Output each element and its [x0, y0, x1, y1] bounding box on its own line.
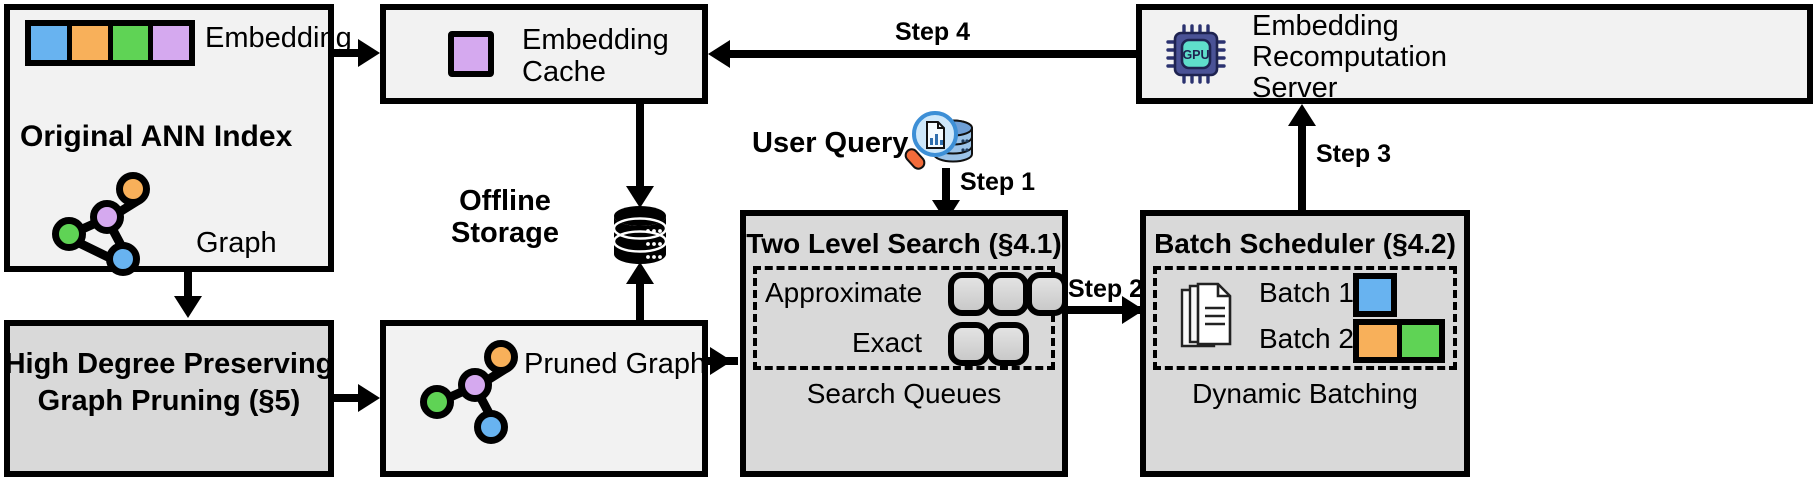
graph-node-purple [90, 200, 124, 234]
gpu-chip-icon: GPU [1166, 24, 1226, 84]
exact-queue-slot [987, 322, 1029, 366]
arrow-index-to-cache [334, 49, 364, 57]
graph-pruning-line2: Graph Pruning (§5) [37, 385, 301, 417]
graph-node-purple [458, 368, 492, 402]
offline-storage-label-line1: Offline [459, 185, 551, 217]
magnifier-document-database-icon [904, 111, 973, 170]
recomputation-server-line2: Recomputation [1252, 41, 1448, 73]
arrow-head-index-to-cache [358, 39, 380, 67]
embedding-cell-purple [153, 26, 189, 60]
arrow-cache-to-storage [636, 104, 644, 190]
approximate-queue-slot [948, 272, 990, 316]
arrow-step4 [730, 50, 1136, 58]
arrow-head-step4 [708, 40, 730, 68]
arrow-pruning-to-pruned [334, 394, 364, 402]
batch-2-chip-green [1401, 325, 1439, 357]
graph-node-blue [474, 410, 508, 444]
step-4-label: Step 4 [895, 18, 971, 46]
batch-2-chip-orange [1359, 325, 1402, 357]
graph-node-orange [484, 340, 518, 374]
recomputation-server-line1: Embedding [1252, 10, 1399, 42]
arrow-head-pruned-to-search [710, 347, 732, 375]
batch-2-chips [1353, 319, 1445, 363]
embedding-cell-orange [71, 26, 113, 60]
arrow-pruned-to-storage [636, 280, 644, 320]
exact-queue-slot [948, 322, 990, 366]
approximate-queue-slot [1026, 272, 1068, 316]
embedding-strip [25, 20, 195, 66]
approximate-queue-slot [987, 272, 1029, 316]
step-2-label: Step 2 [1068, 275, 1144, 303]
svg-text:GPU: GPU [1182, 48, 1209, 62]
recomputation-server-line3: Server [1252, 72, 1338, 104]
user-query-label: User Query [752, 127, 909, 159]
original-ann-index-title: Original ANN Index [20, 120, 293, 153]
arrow-head-cache-to-storage [626, 186, 654, 208]
arrow-index-to-pruning [184, 272, 192, 302]
embedding-cache-title-line1: Embedding [522, 24, 669, 56]
batch-2-label: Batch 2 [1259, 323, 1354, 354]
embedding-cell-green [112, 26, 154, 60]
documents-stack-icon [1180, 282, 1232, 348]
search-queues-dashed-region [753, 266, 1055, 370]
two-level-search-title: Two Level Search (§4.1) [746, 228, 1062, 259]
arrow-step1 [942, 168, 950, 210]
graph-label: Graph [196, 227, 277, 259]
pruned-graph-illustration [408, 340, 523, 444]
arrow-head-step3 [1288, 104, 1316, 126]
graph-pruning-line1: High Degree Preserving [4, 348, 334, 380]
embedding-cache-box [380, 4, 708, 104]
step-1-label: Step 1 [960, 168, 1036, 196]
graph-pruning-box [4, 320, 334, 477]
search-queues-caption: Search Queues [806, 378, 1002, 409]
arrow-head-pruning-to-pruned [358, 384, 380, 412]
recomputation-server-box [1136, 4, 1813, 104]
embedding-label: Embedding [205, 22, 352, 54]
graph-node-orange [116, 172, 150, 206]
arrow-head-step2 [1122, 296, 1144, 324]
dynamic-batching-dashed-region [1153, 266, 1457, 370]
arrow-step3 [1298, 122, 1306, 210]
exact-row-label: Exact [852, 327, 923, 358]
arrow-head-index-to-pruning [174, 296, 202, 318]
graph-node-green [420, 385, 454, 419]
step-3-label: Step 3 [1316, 140, 1392, 168]
batch-1-label: Batch 1 [1259, 277, 1354, 308]
database-cylinder-icon [612, 206, 668, 264]
embedding-cache-swatch [448, 31, 494, 77]
graph-node-blue [106, 242, 140, 276]
arrow-head-pruned-to-storage [626, 262, 654, 284]
offline-storage-label-line2: Storage [451, 217, 559, 249]
embedding-cache-title-line2: Cache [522, 56, 606, 88]
pruned-graph-label: Pruned Graph [524, 348, 707, 380]
dynamic-batching-caption: Dynamic Batching [1192, 378, 1418, 409]
batch-scheduler-title: Batch Scheduler (§4.2) [1154, 228, 1456, 259]
batch-1-chip-blue [1353, 273, 1397, 317]
embedding-cell-blue [31, 26, 72, 60]
approximate-row-label: Approximate [765, 277, 923, 308]
original-graph-illustration [40, 172, 155, 276]
graph-node-green [52, 217, 86, 251]
arrow-step2 [1068, 306, 1140, 314]
